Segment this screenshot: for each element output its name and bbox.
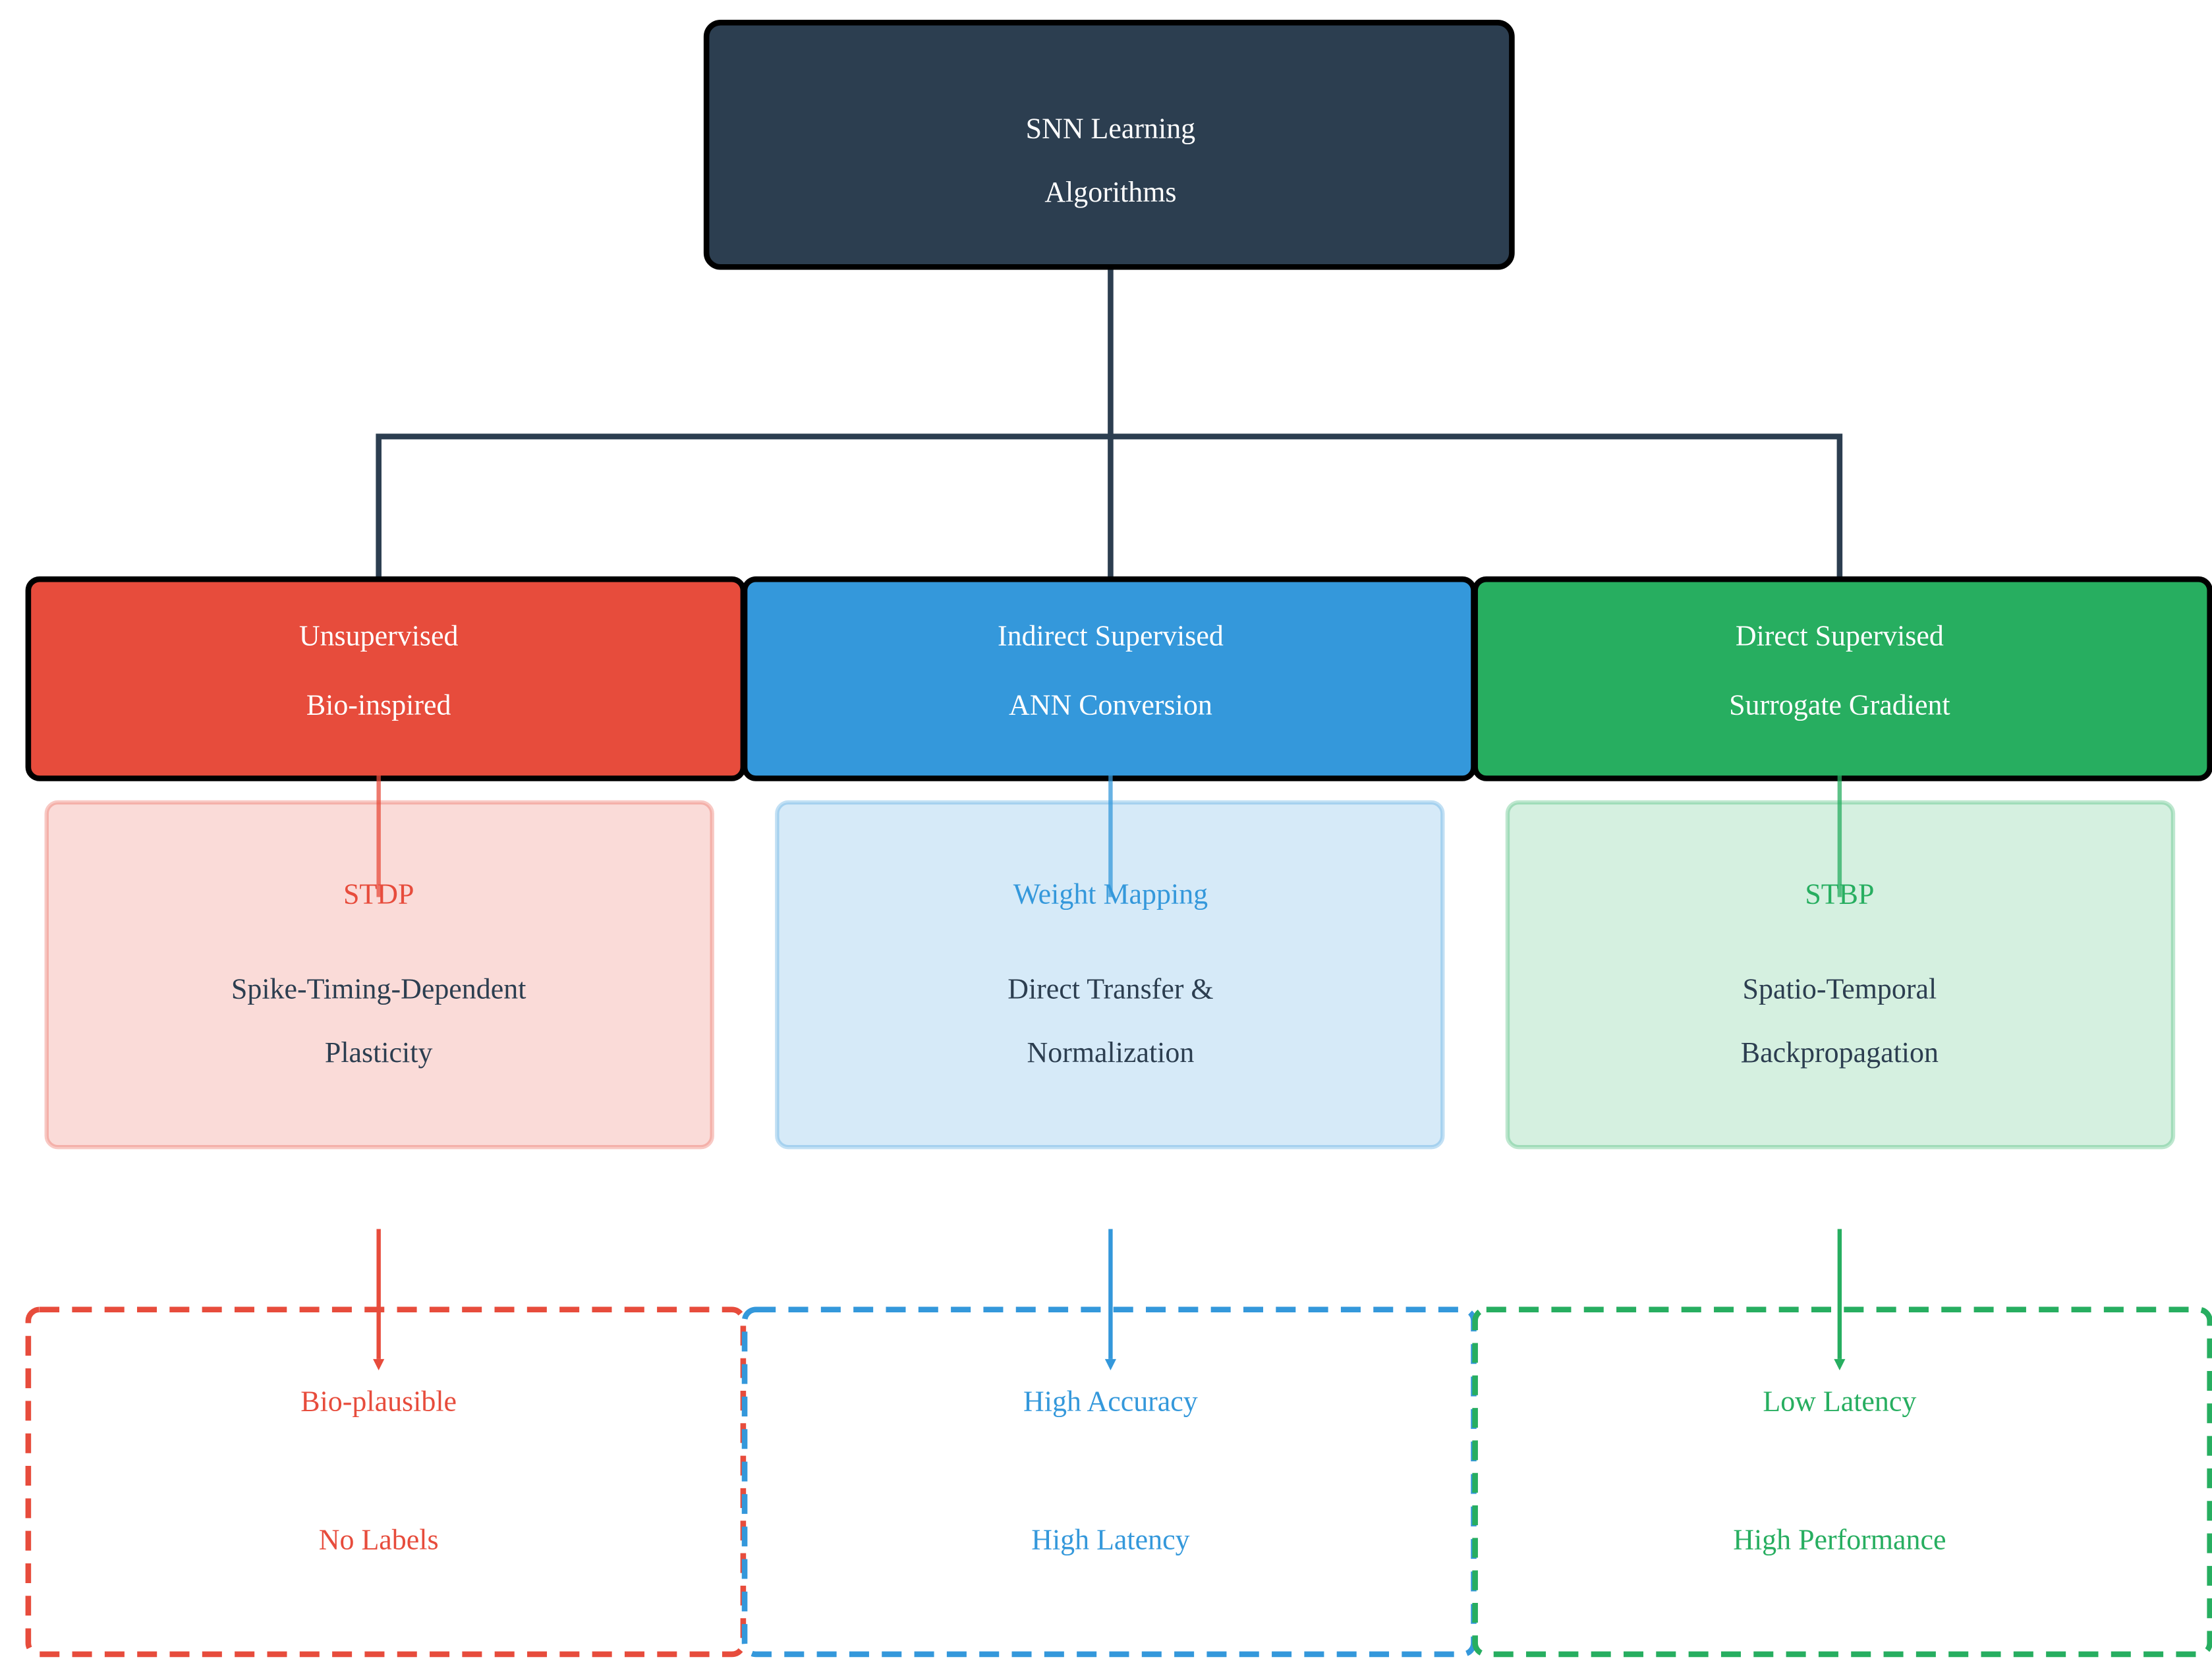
branch-connector <box>376 433 1843 596</box>
category-subtitle: ANN Conversion <box>1009 688 1212 721</box>
trait-1: High Accuracy <box>1023 1385 1198 1418</box>
arrow-head-icon <box>1834 1358 1846 1370</box>
method-description-line-1: Direct Transfer & <box>1007 972 1213 1005</box>
root-node-box <box>703 20 1515 270</box>
category-box <box>25 576 747 781</box>
trait-2: High Performance <box>1733 1524 1946 1556</box>
category-subtitle: Surrogate Gradient <box>1729 688 1950 721</box>
method-description-line-2: Plasticity <box>325 1036 433 1069</box>
root-node-title: SNN Learning <box>1026 113 1195 145</box>
connector-layer <box>376 267 1843 596</box>
category-title: Indirect Supervised <box>998 619 1224 652</box>
trait-1: Bio-plausible <box>300 1385 457 1418</box>
arrow-head-icon <box>1104 1358 1116 1370</box>
method-name: STDP <box>343 878 414 910</box>
category-box <box>1472 576 2212 781</box>
method-description-line-1: Spatio-Temporal <box>1743 972 1937 1005</box>
method-description-line-2: Normalization <box>1027 1036 1195 1069</box>
category-title: Unsupervised <box>299 619 459 652</box>
method-name: STBP <box>1805 878 1874 910</box>
traits-box <box>25 1306 747 1658</box>
trait-2: No Labels <box>319 1524 439 1556</box>
traits-box <box>1472 1306 2212 1658</box>
category-subtitle: Bio-inspired <box>306 688 451 721</box>
category-box <box>741 576 1477 781</box>
trait-1: Low Latency <box>1763 1385 1916 1418</box>
method-description-line-1: Spike-Timing-Dependent <box>231 972 526 1005</box>
node-layer: SNN LearningAlgorithmsUnsupervisedBio-in… <box>25 20 2212 1658</box>
method-description-line-2: Backpropagation <box>1741 1036 1939 1069</box>
method-name: Weight Mapping <box>1013 878 1208 910</box>
root-node-subtitle: Algorithms <box>1044 176 1176 208</box>
trait-2: High Latency <box>1031 1524 1189 1556</box>
arrow-head-icon <box>373 1358 385 1370</box>
category-title: Direct Supervised <box>1736 619 1944 652</box>
